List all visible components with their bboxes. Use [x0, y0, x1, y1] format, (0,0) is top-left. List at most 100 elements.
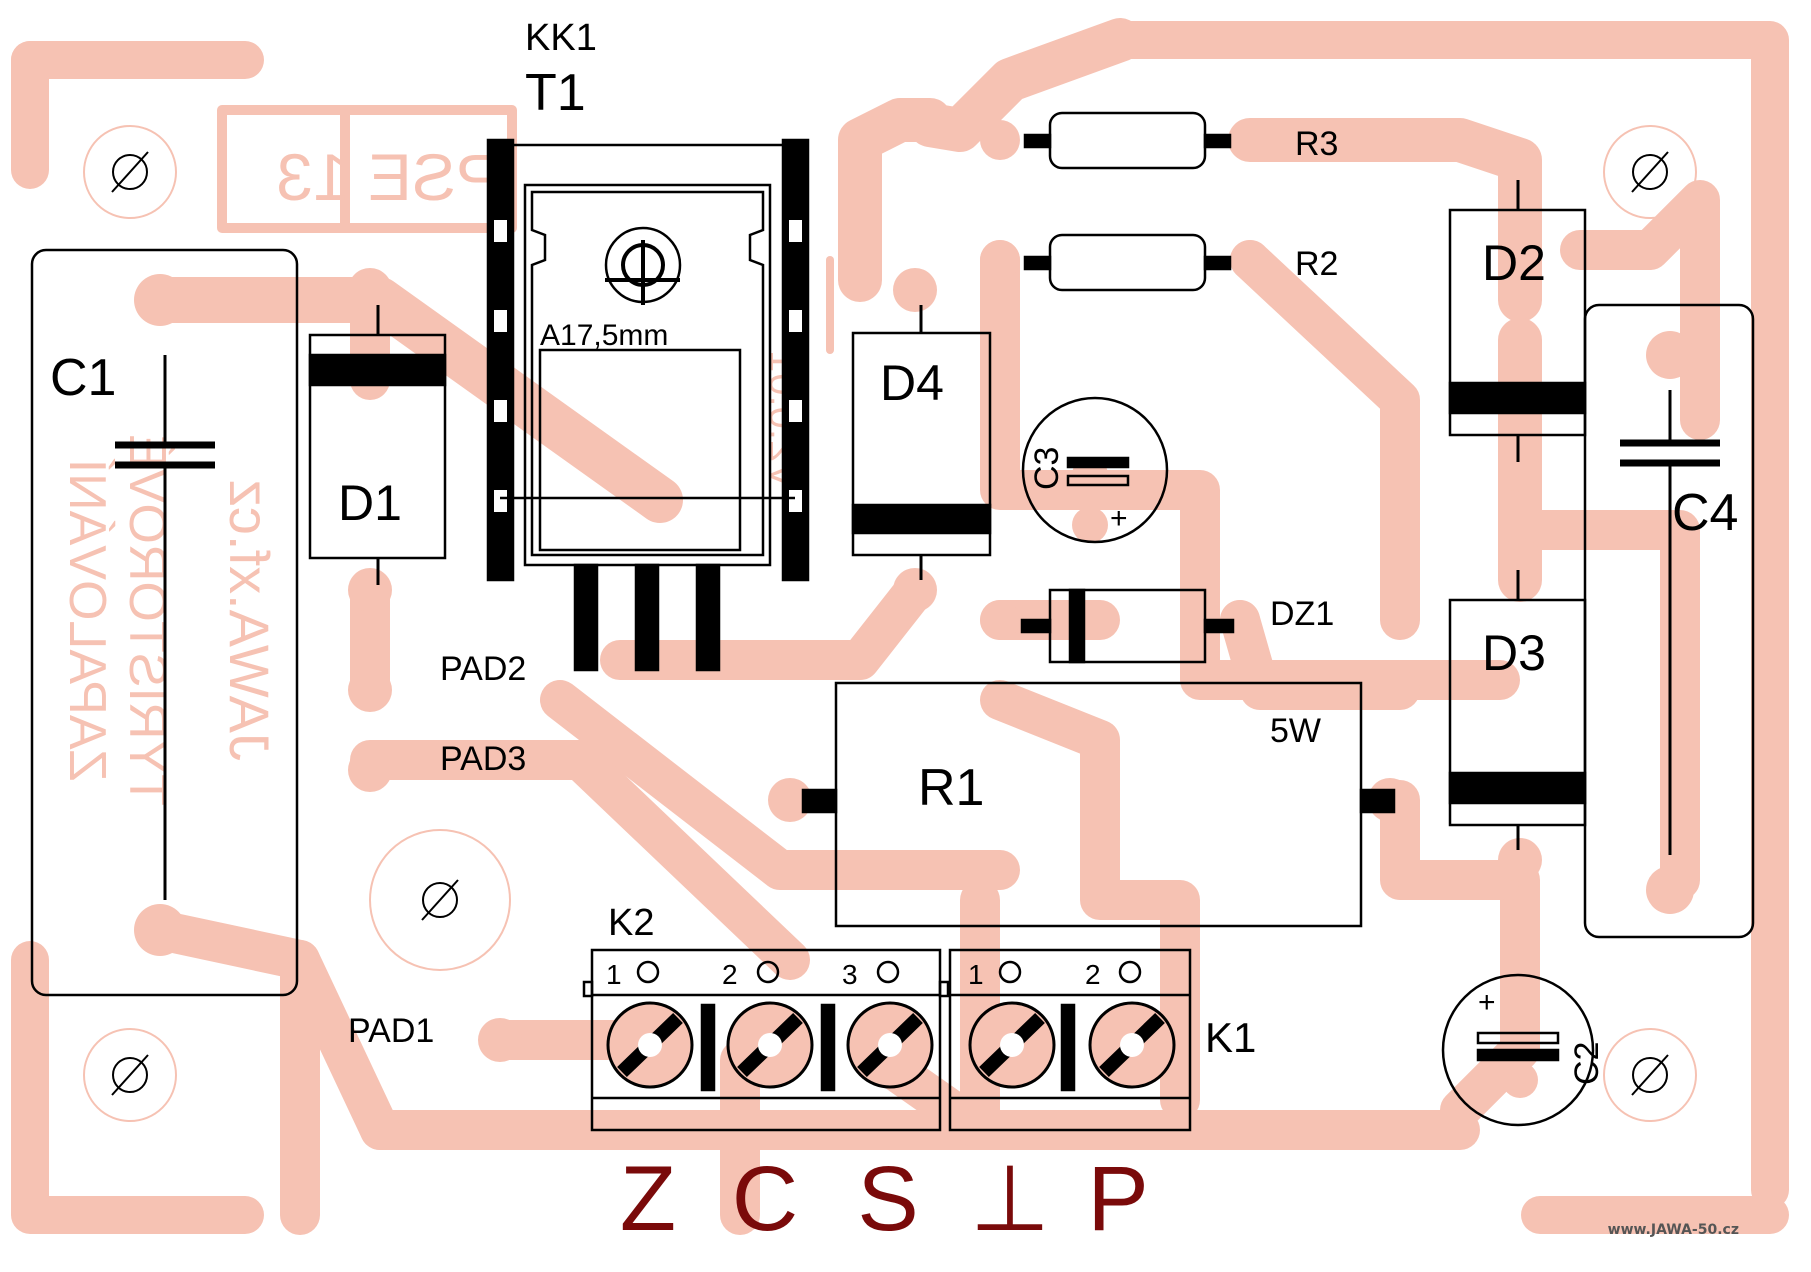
label-c2: C2	[1568, 1042, 1606, 1085]
pad-r3-left	[980, 120, 1020, 160]
letter-p: P	[1087, 1148, 1148, 1250]
copper-text-title1-group: TYRISTOROVÉ	[118, 434, 176, 806]
c2-plate-neg	[1476, 1048, 1560, 1062]
pad-pad3	[348, 748, 392, 792]
trace-c4-mid	[1500, 510, 1700, 900]
k2-pin-mark-2	[756, 960, 780, 984]
d3-band	[1448, 771, 1587, 805]
label-c3: C3	[1028, 447, 1066, 490]
screw-k2-1	[606, 1001, 694, 1089]
copper-text-site-group: JAWA.xf.cz	[218, 479, 281, 761]
pad-c4-top	[1646, 331, 1694, 379]
r3-lead-right	[1203, 133, 1232, 149]
d2-band	[1448, 381, 1587, 415]
pad-r2-right	[1230, 240, 1270, 280]
c3-plate-neg	[1066, 456, 1130, 469]
pad-pad2	[348, 668, 392, 712]
c1-outline	[30, 248, 299, 997]
hole-symbol-top-right	[1631, 151, 1669, 193]
trace-r3-left-d4	[838, 98, 952, 302]
dz1-band	[1068, 588, 1086, 664]
trace-top-r3	[908, 18, 1142, 152]
hole-symbol-bottom-left	[111, 1054, 149, 1096]
copper-pads	[134, 120, 1694, 1098]
label-r1: R1	[918, 759, 984, 817]
pad-d4-bottom	[893, 568, 937, 612]
k2-separator-2	[820, 1003, 836, 1092]
letter-ground: ⊥	[970, 1148, 1050, 1250]
label-d3: D3	[1482, 625, 1546, 681]
hole-symbol-t1	[421, 879, 459, 921]
label-c3-group: C3	[1028, 447, 1066, 490]
pad-r3-right	[1230, 120, 1270, 160]
r2-lead-left	[1023, 255, 1052, 271]
pad-d3-top	[1498, 538, 1542, 582]
d4-band	[851, 503, 992, 535]
connector-pin-marks	[636, 960, 1142, 984]
r2-body	[1048, 233, 1207, 292]
copper-text-code: PSE 13	[276, 140, 500, 214]
k1-separator	[1060, 1003, 1076, 1092]
pad-dz1-left	[980, 600, 1020, 640]
kk1-left-rail	[486, 138, 515, 582]
pad-c3-b	[1072, 507, 1108, 543]
pad-d2-top	[1498, 148, 1542, 192]
pad-c2-b	[1502, 1062, 1538, 1098]
label-r3: R3	[1295, 125, 1338, 163]
k1-pin-mark-1	[998, 960, 1022, 984]
pad-d2-bottom	[1498, 448, 1542, 492]
r1-lead-left	[801, 788, 838, 814]
terminal-letters: Z C S ⊥ P	[620, 1148, 1149, 1250]
letter-z: Z	[620, 1148, 676, 1250]
label-pad3: PAD3	[440, 740, 526, 778]
label-c2-group: C2	[1568, 1042, 1606, 1085]
trace-r2-right	[1230, 240, 1420, 640]
label-kk1: KK1	[525, 17, 597, 59]
label-r1-power: 5W	[1270, 712, 1321, 750]
k2-pin-number-2: 2	[722, 959, 738, 990]
c2-outline	[1441, 973, 1595, 1127]
trace-r1-right	[1380, 780, 1520, 900]
k2-body	[590, 948, 942, 1132]
trace-dz1-right	[1220, 600, 1420, 710]
copper-text-title2-group: ZAPALOVÁNÍ	[58, 458, 116, 781]
copper-texts: PSE 13 JAWA.xf.cz TYRISTOROVÉ ZAPALOVÁNÍ…	[58, 140, 805, 806]
kk1-slots	[494, 220, 802, 512]
d1-band	[308, 353, 447, 387]
r3-body	[1048, 111, 1207, 170]
k2-separator-1	[700, 1003, 716, 1092]
hole-symbol-bottom-right	[1631, 1054, 1669, 1096]
copper-text-title-1: TYRISTOROVÉ	[118, 434, 176, 806]
t1-leg-1	[573, 563, 599, 672]
label-k2: K2	[608, 902, 654, 944]
r3-lead-left	[1023, 133, 1052, 149]
k1-pin-number-2: 2	[1085, 959, 1101, 990]
k2-pin-mark-3	[876, 960, 900, 984]
k1-pin-number-1: 1	[968, 959, 984, 990]
pad-d1-top	[348, 268, 392, 312]
k1-body	[948, 948, 1192, 1132]
label-d2: D2	[1482, 235, 1546, 291]
k1-pin-mark-2	[1118, 960, 1142, 984]
label-t1: T1	[525, 64, 586, 122]
screw-k2-3	[846, 1001, 934, 1089]
label-hole-note: A17,5mm	[540, 319, 668, 352]
label-c1: C1	[50, 349, 116, 407]
t1-tab-outline	[530, 190, 765, 557]
label-pad1: PAD1	[348, 1012, 434, 1050]
t1-body	[523, 183, 772, 567]
screw-terminals	[606, 1001, 1176, 1089]
mount-hole-bottom-left	[83, 1028, 177, 1122]
label-pad2: PAD2	[440, 650, 526, 688]
screw-k1-2	[1088, 1001, 1176, 1089]
kk1-right-rail	[781, 138, 810, 582]
pad-pad1	[478, 1018, 522, 1062]
dz1-lead-left	[1020, 618, 1052, 634]
trace-frame-top-left	[11, 41, 264, 99]
mount-hole-top-right	[1603, 125, 1697, 219]
pad-c1-top	[134, 274, 186, 326]
label-c4: C4	[1672, 484, 1738, 542]
t1-leg-2	[634, 563, 660, 672]
trace-pad2-r1	[540, 680, 1020, 890]
